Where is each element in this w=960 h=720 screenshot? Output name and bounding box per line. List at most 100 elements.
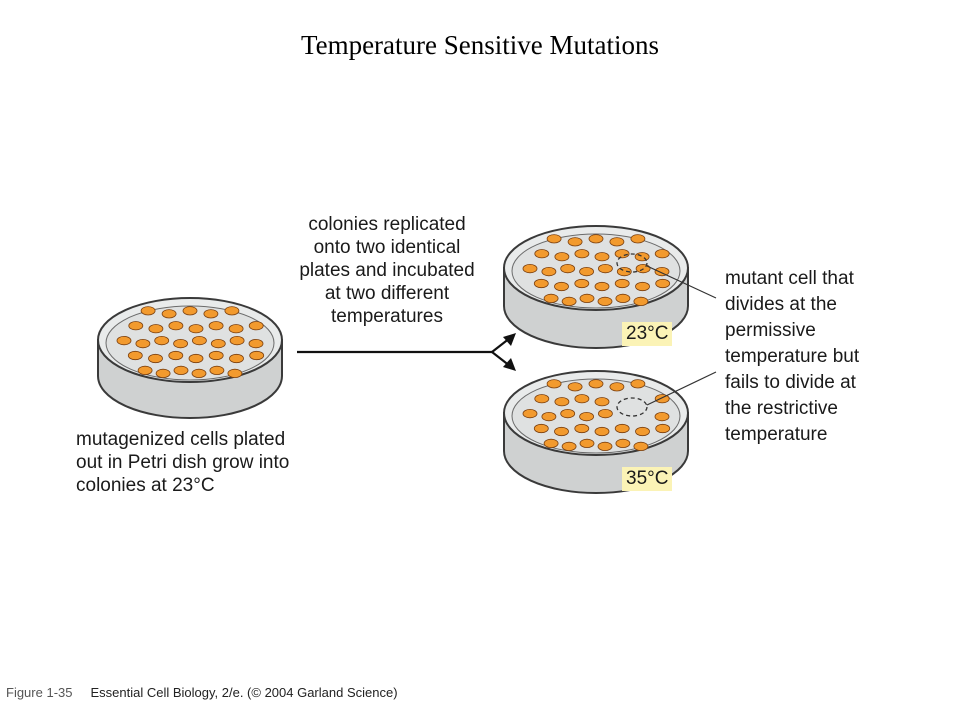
colony <box>615 438 631 448</box>
colony <box>128 321 144 331</box>
colony <box>579 438 595 448</box>
replication-label-line: at two different <box>324 283 450 304</box>
colony <box>140 306 156 316</box>
arrowhead-up <box>503 333 516 346</box>
mutagenized-label-line: colonies at 23°C <box>76 475 215 496</box>
colony <box>249 350 265 361</box>
colony <box>161 309 177 319</box>
colony <box>574 278 590 289</box>
colony <box>594 426 610 437</box>
colony <box>561 296 577 306</box>
figure-number: Figure 1-35 <box>6 685 73 700</box>
mutant-cell-label: mutant cell that divides at the permissi… <box>725 266 859 448</box>
colony <box>229 335 245 346</box>
colony <box>633 296 649 306</box>
colony <box>522 408 538 419</box>
colony <box>560 408 576 419</box>
colony <box>598 263 613 274</box>
colony <box>148 324 164 334</box>
colony <box>554 281 569 292</box>
colony <box>546 234 562 244</box>
mutant-label-line: temperature but <box>725 346 860 367</box>
replication-label: colonies replicated onto two identical p… <box>262 213 512 328</box>
colony <box>579 266 594 277</box>
colony <box>173 338 189 349</box>
colony <box>248 338 264 349</box>
colony <box>655 278 671 289</box>
colony <box>155 368 171 378</box>
colony <box>614 423 630 434</box>
colony <box>168 321 184 331</box>
colony <box>597 296 613 306</box>
colony <box>534 394 550 404</box>
colony <box>248 321 264 331</box>
colony <box>654 266 670 277</box>
colony <box>210 338 226 349</box>
colony <box>168 350 184 361</box>
mutant-label-line: permissive <box>725 320 816 341</box>
colony <box>546 379 562 389</box>
mutant-colony-circle <box>616 253 648 273</box>
colony <box>224 306 240 316</box>
colony <box>208 321 224 331</box>
colony <box>654 411 670 422</box>
colony <box>635 426 650 437</box>
colony <box>633 441 649 451</box>
colony <box>229 353 244 364</box>
colony <box>594 252 610 262</box>
mutagenized-label-line: mutagenized cells plated <box>76 429 286 450</box>
colony <box>609 237 625 247</box>
colony <box>598 408 613 419</box>
colony <box>630 234 646 244</box>
colony <box>574 249 590 259</box>
replication-label-line: temperatures <box>331 306 443 327</box>
colony <box>541 266 557 277</box>
colony <box>594 281 610 292</box>
temp-label-23: 23°C <box>622 322 673 346</box>
mutant-label-line: temperature <box>725 424 828 445</box>
slide-title: Temperature Sensitive Mutations <box>300 30 660 60</box>
colony <box>635 281 650 292</box>
colony <box>567 237 583 247</box>
colony <box>588 379 604 389</box>
colony <box>614 278 630 289</box>
colony <box>127 350 143 361</box>
colony <box>182 306 198 316</box>
arrowhead-down <box>503 358 516 371</box>
colony <box>522 263 538 274</box>
colony <box>615 293 631 303</box>
colony <box>541 411 557 422</box>
colony <box>574 394 590 404</box>
colony <box>579 293 595 303</box>
colony <box>597 441 613 451</box>
colony <box>554 252 570 262</box>
colony <box>543 438 559 448</box>
colony <box>533 423 549 434</box>
colony <box>560 263 576 274</box>
leader-line-23c <box>646 265 717 299</box>
colony <box>594 397 610 407</box>
leader-line-35c <box>646 371 717 406</box>
replication-label-line: colonies replicated <box>308 214 466 235</box>
mutagenized-label-line: out in Petri dish grow into <box>76 452 290 473</box>
colony <box>173 365 189 375</box>
colony <box>534 249 550 259</box>
colony <box>654 249 670 259</box>
colony <box>203 309 219 319</box>
colony <box>209 365 225 375</box>
caption-text: Essential Cell Biology, 2/e. (© 2004 Gar… <box>90 685 398 700</box>
mutant-label-line: fails to divide at <box>725 372 856 393</box>
colony <box>533 278 549 289</box>
mutagenized-label: mutagenized cells plated out in Petri di… <box>76 428 289 497</box>
missing-colony-circle <box>616 397 648 417</box>
replication-label-line: plates and incubated <box>299 260 475 281</box>
colony <box>228 324 244 334</box>
colony <box>191 368 207 378</box>
colony <box>609 382 625 392</box>
colony <box>188 324 204 334</box>
colony <box>137 365 153 375</box>
colony <box>634 252 650 262</box>
colony <box>543 293 559 303</box>
colony <box>227 368 243 378</box>
